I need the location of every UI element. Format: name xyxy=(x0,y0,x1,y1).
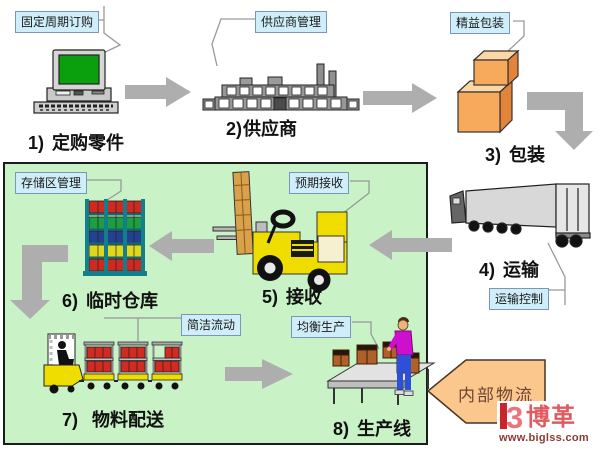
step-8-number: 8) xyxy=(333,419,350,439)
computer-icon xyxy=(33,49,119,114)
connector-callout-3 xyxy=(505,20,525,54)
callout-step7: 简洁流动 xyxy=(181,314,242,336)
callout-step8: 均衡生产 xyxy=(291,316,352,338)
arrow-step2-to-step3-icon xyxy=(363,83,437,113)
internal-logistics-zone xyxy=(3,162,428,445)
step-2-number: 2) xyxy=(226,119,243,139)
step-5-text: 接收 xyxy=(286,287,323,307)
assembly-line-icon xyxy=(326,317,436,405)
step-8-text: 生产线 xyxy=(357,419,412,439)
step-label-5: 5) 接收 xyxy=(262,283,322,309)
step-7-number: 7) xyxy=(62,410,79,430)
connector-callout-4 xyxy=(547,242,566,305)
step-4-text: 运输 xyxy=(503,260,540,280)
callout-step2: 供应商管理 xyxy=(255,11,328,33)
step-label-2: 2)供应商 xyxy=(226,115,297,141)
step-2-text: 供应商 xyxy=(243,119,298,139)
step-6-text: 临时仓库 xyxy=(86,291,159,311)
connector-callout-5 xyxy=(332,180,370,222)
step-3-text: 包装 xyxy=(509,145,546,165)
package-boxes-icon xyxy=(456,49,520,134)
step-1-number: 1) xyxy=(28,133,45,153)
arrow-step4-to-step5-icon xyxy=(369,230,452,260)
connector-callout-7 xyxy=(104,317,181,341)
storage-rack-icon xyxy=(83,199,147,276)
step-label-1: 1) 定购零件 xyxy=(28,129,124,155)
logo-b-mark: 3 xyxy=(506,402,523,430)
connector-callout-8 xyxy=(352,321,380,350)
step-label-7: 7) 物料配送 xyxy=(62,406,164,432)
callout-step3: 精益包装 xyxy=(450,12,511,34)
step-label-6: 6) 临时仓库 xyxy=(62,287,158,313)
step-1-text: 定购零件 xyxy=(52,133,125,153)
connector-callout-2 xyxy=(211,18,255,67)
step-5-number: 5) xyxy=(262,287,279,307)
worker-icon xyxy=(387,317,414,396)
arrow-step1-to-step2-icon xyxy=(125,77,191,107)
callout-step5: 预期接收 xyxy=(289,172,350,194)
arrow-step6-to-step7-icon xyxy=(10,245,68,319)
step-label-3: 3) 包装 xyxy=(485,141,545,167)
banner-internal-logistics-label: 内部物流 xyxy=(458,386,534,405)
callout-step4: 运输控制 xyxy=(489,288,550,310)
arrow-step5-to-step6-icon xyxy=(149,231,214,261)
brand-logo-row: 3 博革 xyxy=(499,402,589,430)
callout-step1: 固定周期订购 xyxy=(15,11,100,33)
factory-icon xyxy=(202,63,360,111)
logo-name: 博革 xyxy=(526,404,576,431)
step-4-number: 4) xyxy=(479,260,496,280)
connector-callout-6 xyxy=(84,179,122,203)
flow-arrows xyxy=(10,77,593,389)
step-label-4: 4) 运输 xyxy=(479,256,539,282)
forklift-icon xyxy=(212,171,348,292)
tow-train-icon xyxy=(43,333,183,394)
logo-b-icon: 3 xyxy=(500,402,523,430)
step-6-number: 6) xyxy=(62,291,79,311)
truck-icon xyxy=(449,183,591,248)
brand-logo: 3 博革 www.biglss.com xyxy=(497,401,591,445)
callout-step6: 存储区管理 xyxy=(15,172,88,194)
step-7-text: 物料配送 xyxy=(92,410,165,430)
logo-url: www.biglss.com xyxy=(499,432,589,444)
arrow-step3-to-step4-icon xyxy=(527,92,593,150)
arrow-step7-to-step8-icon xyxy=(225,359,293,389)
step-3-number: 3) xyxy=(485,145,502,165)
step-label-8: 8) 生产线 xyxy=(333,415,411,441)
